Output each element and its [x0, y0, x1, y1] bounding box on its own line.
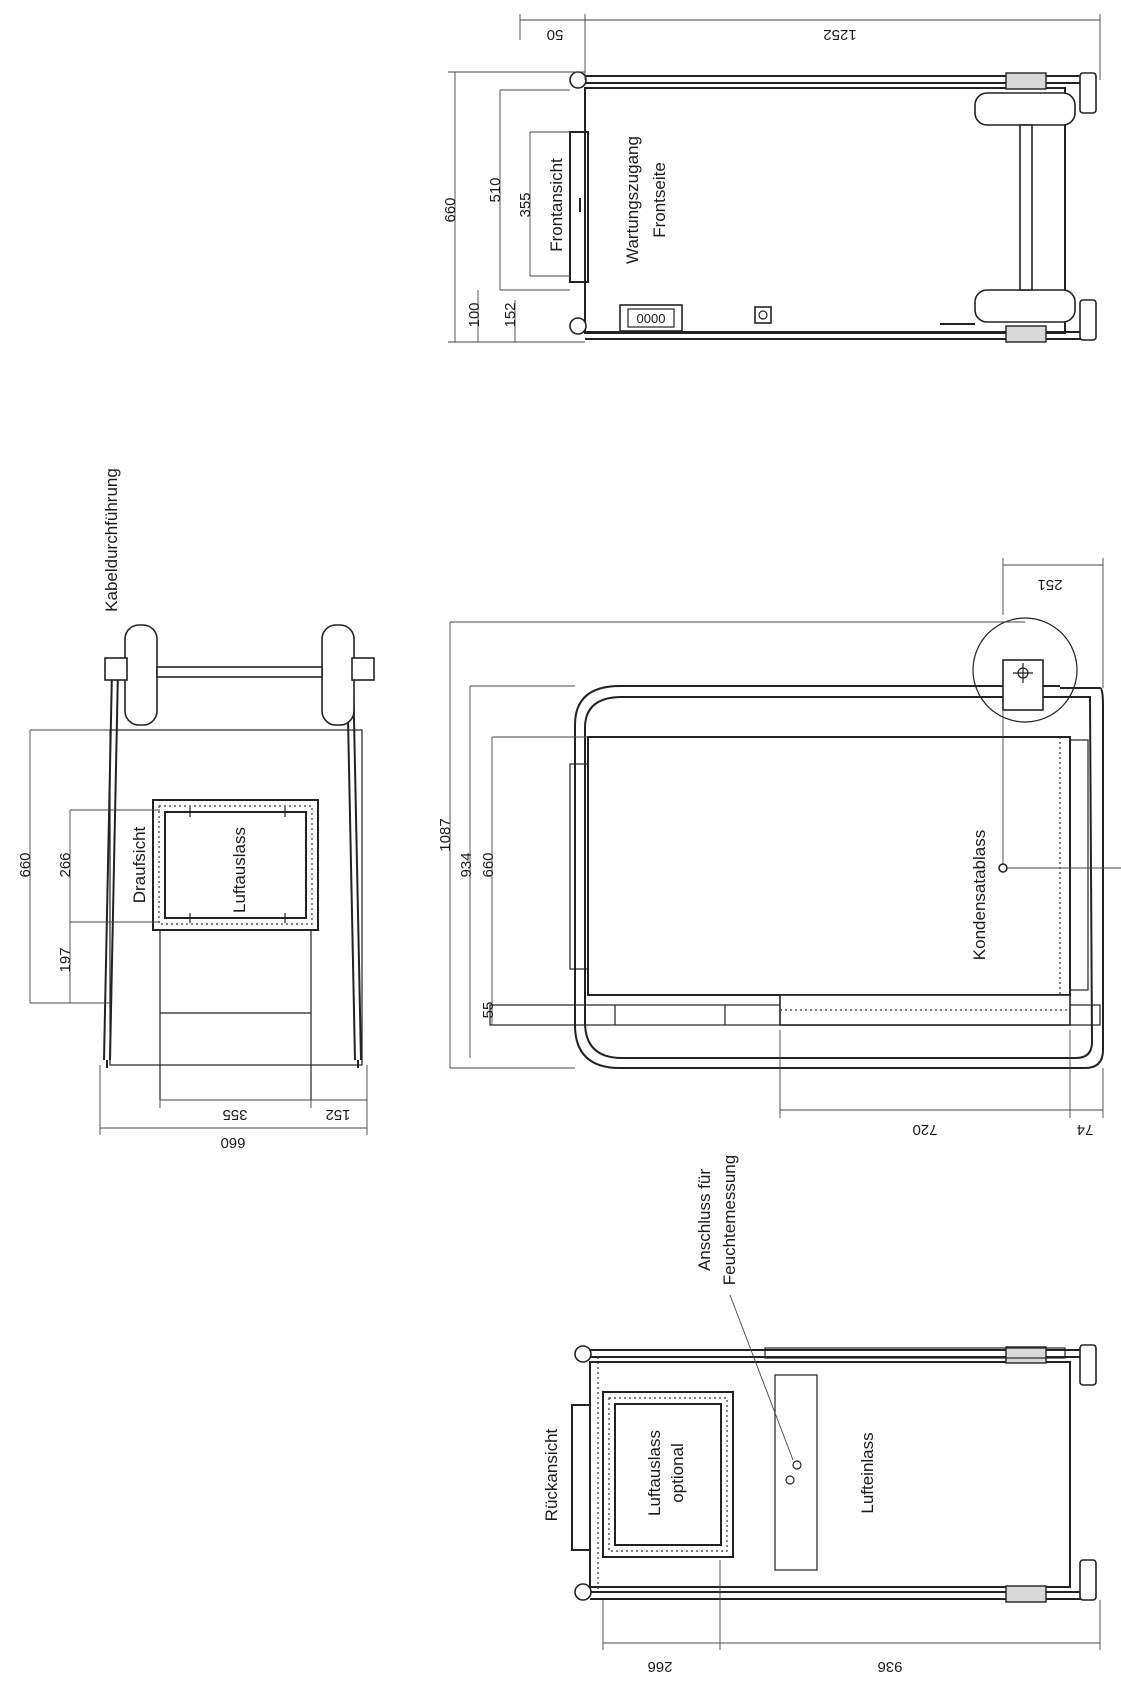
- drain-detail-circle: [972, 617, 1078, 723]
- rear-view-title: Rückansicht: [542, 1428, 561, 1521]
- side-dim-720: 720: [912, 1121, 937, 1138]
- power-button-icon: [754, 306, 772, 324]
- front-foot-bottom-left: [569, 317, 587, 335]
- top-view-title: Draufsicht: [130, 826, 149, 903]
- rear-view: 266 936 Rückansicht Luftauslass optional…: [542, 1155, 1101, 1675]
- top-body: [109, 729, 363, 1066]
- rear-foot-bottom: [574, 1583, 592, 1601]
- side-dim-74: 74: [1077, 1121, 1094, 1138]
- humidity-connection-label-1: Anschluss für: [695, 1169, 714, 1271]
- rear-outlet-optional-label: optional: [668, 1443, 687, 1503]
- cable-entry-label: Kabeldurchführung: [102, 468, 121, 612]
- top-dim-355: 355: [222, 1106, 247, 1123]
- humidity-connection-label-2: Feuchtemessung: [720, 1155, 739, 1285]
- front-view-title: Frontansicht: [547, 158, 566, 252]
- top-dim-152: 152: [325, 1106, 350, 1123]
- side-dim-1087: 1087: [437, 818, 454, 851]
- front-wheel-bottom: [974, 289, 1076, 323]
- top-dim-660-vertical: 660: [17, 852, 34, 877]
- front-dim-510: 510: [487, 177, 504, 202]
- side-dim-251: 251: [1037, 576, 1062, 593]
- top-wheel-right: [321, 624, 355, 726]
- side-dim-934: 934: [458, 852, 475, 877]
- humidity-port-1: [792, 1460, 802, 1470]
- front-dim-50: 50: [547, 26, 564, 43]
- side-dim-660: 660: [480, 852, 497, 877]
- service-access-label: Wartungszugang: [623, 136, 642, 264]
- front-view: 0000 1252 50 660 510 355 100 152 Frontan…: [442, 14, 1101, 343]
- front-dim-660: 660: [442, 197, 459, 222]
- top-dim-266: 266: [57, 852, 74, 877]
- side-dim-55: 55: [480, 1002, 497, 1019]
- rear-dim-266: 266: [647, 1658, 672, 1675]
- front-dim-100: 100: [466, 302, 483, 327]
- top-air-outlet-label: Luftauslass: [230, 827, 249, 913]
- top-wheel-left: [124, 624, 158, 726]
- front-axle: [1019, 124, 1033, 291]
- display-digits: 0000: [637, 311, 666, 326]
- rear-dim-936: 936: [877, 1658, 902, 1675]
- drain-point: [998, 863, 1008, 873]
- front-dim-355: 355: [517, 192, 534, 217]
- air-inlet-label: Lufteinlass: [858, 1432, 877, 1513]
- rear-air-outlet-flange: [602, 1391, 734, 1558]
- top-view: 660 266 197 355 152 660 Draufsicht Lufta…: [17, 468, 375, 1151]
- side-handle-outer: [574, 685, 1104, 1069]
- front-dim-152: 152: [502, 302, 519, 327]
- front-wheel-top: [974, 92, 1076, 126]
- top-air-outlet-flange: [152, 799, 319, 931]
- side-body: [587, 736, 1071, 996]
- service-front-label: Frontseite: [650, 162, 669, 238]
- top-dim-197: 197: [57, 947, 74, 972]
- top-dim-660-horizontal: 660: [220, 1134, 245, 1151]
- humidity-port-2: [785, 1475, 795, 1485]
- top-axle: [156, 666, 323, 678]
- rear-foot-top: [574, 1345, 592, 1363]
- side-view: 1087 934 660 55 251 720 74 Kondensatabla…: [437, 558, 1121, 1138]
- rear-outlet-label: Luftauslass: [645, 1430, 664, 1516]
- condensate-drain-label: Kondensatablass: [970, 830, 989, 960]
- front-dim-1252: 1252: [823, 26, 856, 43]
- sensor-panel: [774, 1374, 818, 1571]
- front-foot-top-left: [569, 71, 587, 89]
